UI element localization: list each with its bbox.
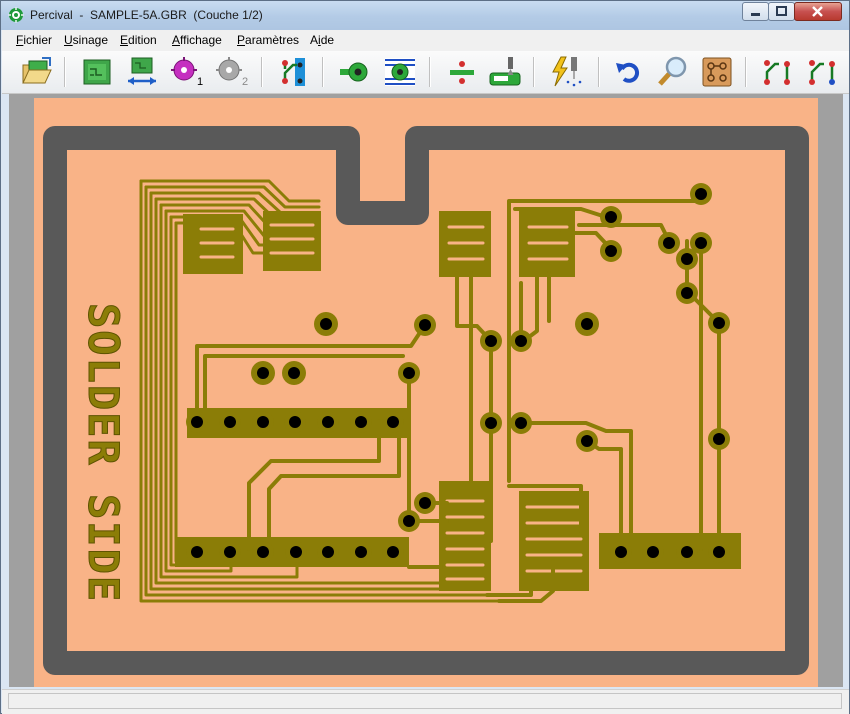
route-left-icon [764,60,790,85]
magnifier-icon [658,56,687,86]
tool-2-button[interactable]: 2 [215,55,249,89]
window-title: Percival - SAMPLE-5A.GBR (Couche 1/2) [30,8,263,22]
lightning-spindle-icon [552,56,582,87]
toolbar: 1 2 [2,51,849,94]
title-bar[interactable]: Percival - SAMPLE-5A.GBR (Couche 1/2) [1,1,849,30]
milling-button[interactable] [488,55,522,89]
run-machining-button[interactable] [549,55,583,89]
solder-side-label: SOLDER SIDE [79,303,128,603]
pcb-view-button[interactable] [700,55,734,89]
tool-1-button[interactable]: 1 [170,55,204,89]
menu-bar: Fichier Usinage Edition Affichage Paramè… [2,30,849,51]
undo-button[interactable] [612,55,646,89]
open-file-button[interactable] [20,55,54,89]
close-button[interactable] [794,2,842,21]
drill-holes-icon [450,61,474,84]
pcb-board-view[interactable]: SOLDER SIDE [9,94,843,687]
menu-edition[interactable]: Edition [120,33,157,47]
percival-app-icon [8,7,24,23]
mirror-board-button[interactable] [125,55,159,89]
minimize-icon [751,13,760,16]
menu-usinage[interactable]: Usinage [64,33,109,47]
isolation-icon [385,58,415,86]
status-pane [8,693,842,709]
close-icon [812,6,823,17]
route-right-button[interactable] [806,55,840,89]
copper-layer [139,179,741,603]
trace-route-icon [282,58,305,86]
route-right-icon [809,60,835,85]
pcb-icon [83,59,111,85]
open-folder-icon [22,57,52,84]
zoom-button[interactable] [656,55,690,89]
drill-pads [186,183,730,563]
pad-button[interactable] [338,55,372,89]
isolation-button[interactable] [383,55,417,89]
mirror-pcb-icon [128,57,156,85]
milling-icon [489,57,521,86]
menu-aide[interactable]: Aide [310,33,335,47]
view-board-button[interactable] [80,55,114,89]
maximize-button[interactable] [768,2,795,21]
board-outline [43,126,809,675]
route-left-button[interactable] [761,55,795,89]
drill-tool-2-icon [216,57,242,81]
board-copper-icon [702,57,732,87]
pcb-canvas[interactable]: SOLDER SIDE [9,94,843,687]
drill-holes-button[interactable] [445,55,479,89]
menu-parametres[interactable]: Paramètres [237,33,300,47]
maximize-icon [776,6,787,16]
tool-2-number: 2 [242,76,249,88]
menu-fichier[interactable]: Fichier [16,33,53,47]
traces-button[interactable] [277,55,311,89]
pad-icon [340,62,368,82]
status-bar [2,689,849,714]
menu-affichage[interactable]: Affichage [172,33,222,47]
tool-1-number: 1 [197,76,204,88]
drill-tool-1-icon [171,57,197,81]
minimize-button[interactable] [742,2,769,21]
undo-icon [616,62,640,83]
